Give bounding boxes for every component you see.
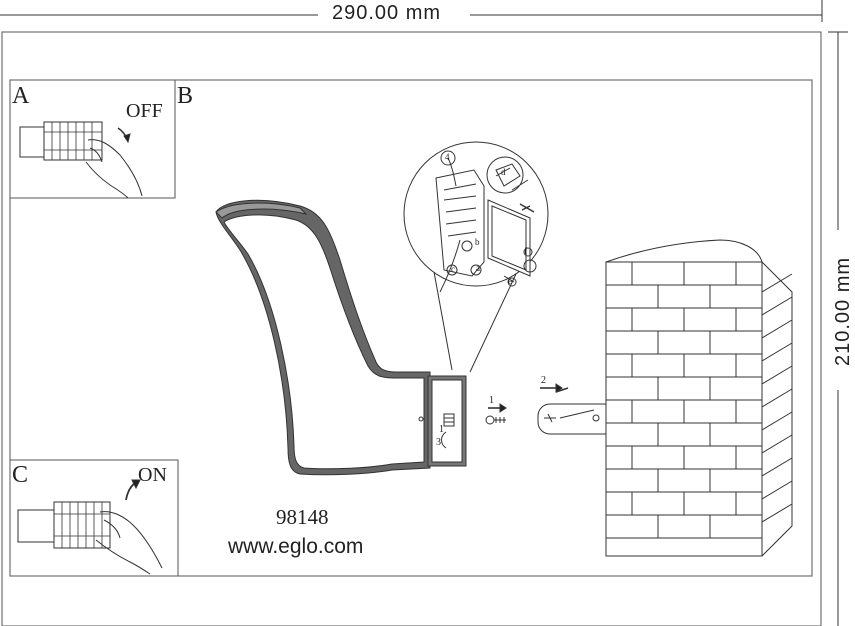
- step-4-marker: 4: [445, 152, 450, 162]
- panel-c-letter: C: [12, 462, 29, 488]
- width-dimension-label: 290.00 mm: [318, 2, 456, 25]
- panel-a-box: [9, 79, 176, 199]
- junction-box-detail: [403, 141, 549, 373]
- sheet-border: [1, 31, 822, 626]
- model-number: 98148: [276, 505, 329, 529]
- on-label: ON: [138, 464, 167, 486]
- step-f-marker: f: [524, 246, 527, 256]
- off-label: OFF: [126, 100, 163, 122]
- height-dimension-label: 210.00 mm: [832, 242, 855, 380]
- step-2-marker: 2: [541, 375, 546, 386]
- panel-b-letter: B: [177, 83, 194, 109]
- step-1-marker: 1: [489, 395, 494, 406]
- website-url: www.eglo.com: [228, 535, 364, 558]
- panel-a-letter: A: [12, 83, 30, 109]
- step-3-marker: 3: [436, 437, 441, 448]
- step-b-marker: b: [475, 237, 480, 247]
- wall-lamp-body: [215, 199, 467, 476]
- step-d-marker: d: [501, 167, 506, 177]
- panel-c-box: [9, 459, 179, 577]
- step-c-marker: c: [451, 264, 455, 274]
- width-dimension-line: [0, 0, 823, 22]
- height-dimension-line: [828, 31, 848, 626]
- step-1-lamp-marker: 1: [439, 424, 444, 435]
- step-e-marker: e: [508, 276, 512, 286]
- screw-step-1: [485, 403, 507, 425]
- brick-wall: [605, 239, 793, 557]
- breaker-on-illustration: [17, 479, 163, 575]
- step-a-marker: a: [476, 263, 480, 273]
- breaker-off-illustration: [19, 121, 143, 199]
- main-frame: [9, 79, 813, 577]
